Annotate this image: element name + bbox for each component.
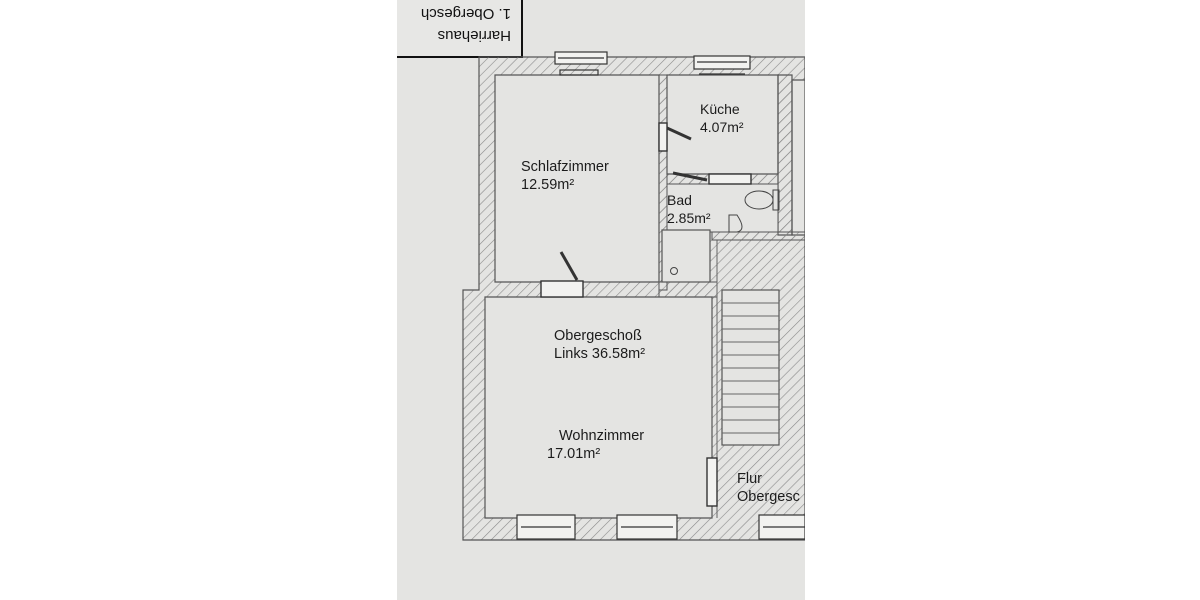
room-area: 2.85m²	[667, 210, 711, 226]
toilet-symbol	[744, 189, 780, 211]
window-wohnzimmer-left	[516, 514, 576, 540]
door-bad	[672, 171, 752, 185]
wall-hatching-right	[777, 74, 793, 236]
room-label-flur: Flur Obergesc	[737, 470, 800, 506]
room-area: 12.59m²	[521, 177, 575, 193]
window-kueche	[693, 55, 751, 75]
window-wohnzimmer-right	[616, 514, 678, 540]
room-label-wohnung: Obergeschoß Links 36.58m²	[554, 327, 645, 363]
room-area: 4.07m²	[700, 119, 744, 135]
room-label-bad: Bad 2.85m²	[667, 191, 711, 227]
room-name: Küche	[700, 101, 740, 117]
room-label-wohnzimmer: Wohnzimmer 17.01m²	[547, 427, 644, 463]
room-area: Links 36.58m²	[554, 346, 646, 362]
room-name: Wohnzimmer	[559, 428, 645, 444]
room-name: Bad	[667, 192, 692, 208]
shower-box	[661, 229, 711, 283]
window-schlafzimmer	[554, 51, 608, 76]
room-name: Obergeschoß	[554, 328, 642, 344]
floor-plan-drawing	[462, 51, 805, 541]
staircase	[721, 289, 780, 446]
bath-room	[666, 183, 779, 233]
shower-drain	[670, 267, 678, 275]
floor-plan-photo: 1. Obergesch Harriehaus	[397, 0, 805, 600]
room-name: Flur	[737, 471, 762, 487]
door-schlafzimmer	[540, 251, 584, 298]
room-label-schlafzimmer: Schlafzimmer 12.59m²	[521, 158, 609, 194]
room-name: Schlafzimmer	[521, 159, 609, 175]
window-flur	[758, 514, 805, 540]
room-area: Obergesc	[737, 489, 800, 505]
room-area: 17.01m²	[547, 446, 601, 462]
room-label-kueche: Küche 4.07m²	[700, 100, 744, 136]
door-kueche	[658, 122, 692, 152]
door-wohnzimmer	[706, 457, 718, 507]
basin-symbol	[728, 214, 743, 233]
